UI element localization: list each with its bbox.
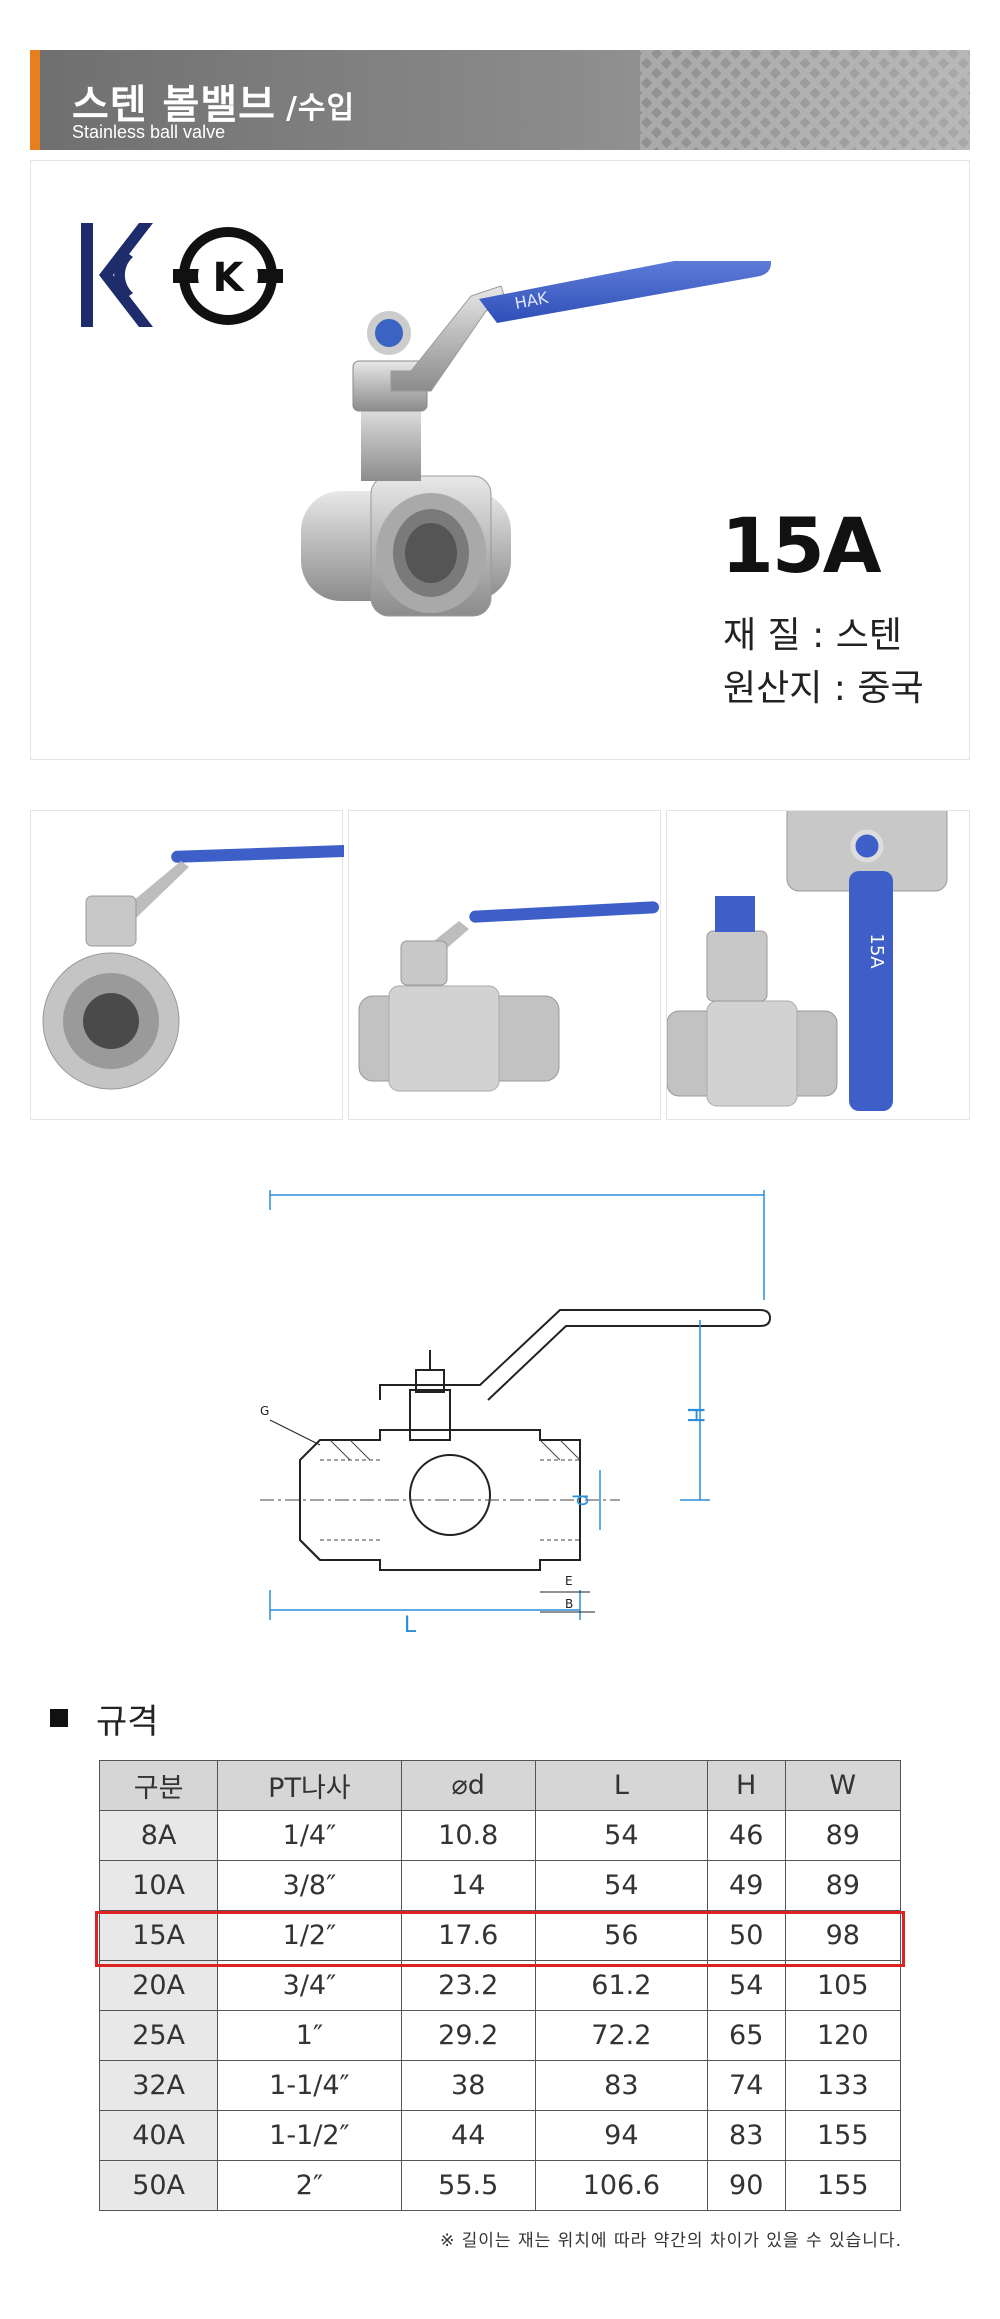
table-cell: 65 (706, 2010, 786, 2061)
table-cell: 133 (784, 2060, 902, 2111)
dim-label-l: L (404, 1613, 417, 1638)
table-row: 8A 1/4″ 10.8 54 46 89 (98, 1810, 902, 1861)
thumb-top-view: 15A (666, 800, 970, 1120)
highlight-row-outline (95, 1911, 905, 1967)
table-cell: 17.6 (400, 1910, 536, 1961)
table-cell: 98 (784, 1910, 902, 1961)
table-cell: 155 (784, 2110, 902, 2161)
ks-mark-icon: K (173, 227, 283, 325)
table-cell: 1-1/4″ (217, 2060, 402, 2111)
dim-label-b: B (565, 1597, 573, 1611)
table-cell: 94 (534, 2110, 708, 2161)
origin-label: 원산지 : 중국 (723, 668, 924, 709)
table-cell: 74 (706, 2060, 786, 2111)
table-cell: 15A (98, 1910, 219, 1961)
spec-table-header-row: 구분 PT나사 ⌀d L H W (98, 1760, 902, 1811)
dim-label-g: G (260, 1404, 269, 1418)
table-cell: 54 (706, 1960, 786, 2011)
spec-table: 구분 PT나사 ⌀d L H W 8A 1/4″ 10.8 54 46 89 1… (98, 1760, 902, 2211)
header-banner: 스텐 볼밸브/수입 Stainless ball valve (30, 50, 970, 150)
thumb-side-view (348, 810, 661, 1120)
heading-square-icon (50, 1709, 68, 1727)
table-row: 25A 1″ 29.2 72.2 65 120 (98, 2010, 902, 2061)
material-label: 재 질 : 스텐 (723, 615, 902, 656)
valve-top-icon: 15A (666, 800, 948, 1111)
table-cell: 8A (98, 1810, 219, 1861)
spec-heading-text: 규격 (96, 1701, 159, 1742)
product-thumbnails: 15A (30, 800, 970, 1120)
table-row: 32A 1-1/4″ 38 83 74 133 (98, 2060, 902, 2111)
table-cell: 50A (98, 2160, 219, 2211)
valve-front-icon (42, 842, 412, 1090)
table-cell: 46 (706, 1810, 786, 1861)
table-row: 10A 3/8″ 14 54 49 89 (98, 1860, 902, 1911)
table-cell: 1/4″ (217, 1810, 402, 1861)
product-size: 15A (721, 501, 882, 590)
table-cell: 23.2 (400, 1960, 536, 2011)
table-row: 20A 3/4″ 23.2 61.2 54 105 (98, 1960, 902, 2011)
dim-label-h: H (682, 1407, 707, 1424)
handle-size-text: 15A (866, 933, 887, 969)
table-cell: 89 (784, 1860, 902, 1911)
dimension-diagram: W H d L G E B (260, 1190, 772, 1638)
table-cell: 83 (534, 2060, 708, 2111)
page-title: 스텐 볼밸브/수입 (72, 72, 355, 130)
table-cell: 2″ (217, 2160, 402, 2211)
thumb-front-view (30, 810, 412, 1120)
table-cell: 29.2 (400, 2010, 536, 2061)
page-subtitle-en: Stainless ball valve (72, 122, 226, 142)
banner-pattern (640, 50, 970, 150)
table-cell: 25A (98, 2010, 219, 2061)
table-cell: 38 (400, 2060, 536, 2111)
table-cell: 89 (784, 1810, 902, 1861)
col-header: W (784, 1760, 902, 1811)
table-cell: 61.2 (534, 1960, 708, 2011)
table-cell: 3/4″ (217, 1960, 402, 2011)
table-cell: 44 (400, 2110, 536, 2161)
table-cell: 20A (98, 1960, 219, 2011)
table-cell: 155 (784, 2160, 902, 2211)
table-cell: 49 (706, 1860, 786, 1911)
table-row: 50A 2″ 55.5 106.6 90 155 (98, 2160, 902, 2211)
col-header: L (534, 1760, 708, 1811)
dim-label-d: d (569, 1494, 593, 1507)
col-header: ⌀d (400, 1760, 536, 1811)
table-cell: 54 (534, 1860, 708, 1911)
table-cell: 1-1/2″ (217, 2110, 402, 2161)
table-cell: 83 (706, 2110, 786, 2161)
dim-label-w: W (509, 1190, 531, 1194)
table-cell: 1/2″ (217, 1910, 402, 1961)
table-cell: 1″ (217, 2010, 402, 2061)
table-row: 40A 1-1/2″ 44 94 83 155 (98, 2110, 902, 2161)
valve-side-icon (358, 901, 660, 1092)
col-header: PT나사 (217, 1760, 402, 1811)
table-cell: 10.8 (400, 1810, 536, 1861)
table-cell: 10A (98, 1860, 219, 1911)
table-cell: 90 (706, 2160, 786, 2211)
product-main-panel: K HAK 15A 재 질 : 스텐 원산지 : 중국 (30, 160, 970, 760)
table-cell: 32A (98, 2060, 219, 2111)
col-header: 구분 (98, 1760, 219, 1811)
table-cell: 55.5 (400, 2160, 536, 2211)
svg-text:K: K (213, 255, 246, 301)
table-cell: 14 (400, 1860, 536, 1911)
col-header: H (706, 1760, 786, 1811)
measurement-note: ※ 길이는 재는 위치에 따라 약간의 차이가 있을 수 있습니다. (439, 2231, 902, 2251)
spec-section-heading: 규격 (50, 1698, 159, 1742)
table-cell: 120 (784, 2010, 902, 2061)
banner-accent-bar (30, 50, 40, 150)
dim-label-e: E (565, 1574, 573, 1588)
table-cell: 54 (534, 1810, 708, 1861)
table-cell: 3/8″ (217, 1860, 402, 1911)
ball-valve-main-image: HAK (301, 261, 771, 617)
table-cell: 106.6 (534, 2160, 708, 2211)
table-cell: 72.2 (534, 2010, 708, 2061)
page-title-text: 스텐 볼밸브 (72, 82, 276, 128)
table-cell: 40A (98, 2110, 219, 2161)
table-cell: 105 (784, 1960, 902, 2011)
kc-mark-icon (81, 223, 153, 327)
page-title-suffix: /수입 (285, 91, 356, 126)
